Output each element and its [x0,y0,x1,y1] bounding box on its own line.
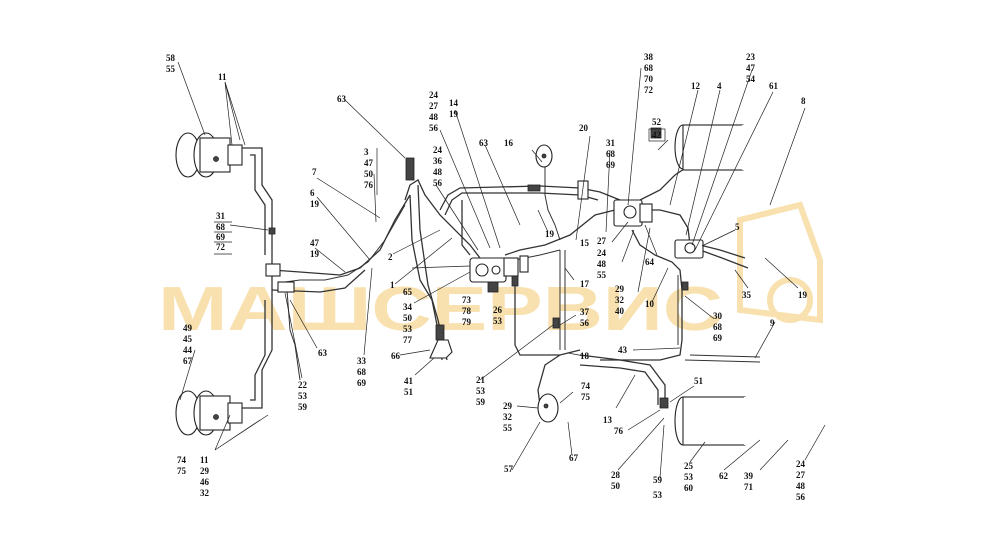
watermark-truck-icon [737,201,823,324]
callout-63-center: 63 [479,138,489,148]
callout-62: 62 [719,471,729,481]
callout-67: 67 [569,453,579,463]
pressure-gauge-16 [535,144,553,168]
relay-valve-right [674,239,704,259]
callout-51-right: 51 [694,376,704,386]
reservoir-57 [537,393,559,423]
leader-lines [177,61,826,479]
callout-10: 10 [645,299,655,309]
muffler-41 [429,324,453,359]
callout-7: 7 [312,167,317,177]
callout-19-center: 19 [545,229,555,239]
callout-11-top: 11 [218,72,227,82]
tee-fitting-left [265,227,295,293]
callout-59-right: 59 [653,475,663,485]
callout-63-top: 63 [337,94,347,104]
callout-2: 2 [388,252,393,262]
callout-63-left: 63 [318,348,328,358]
pipe-lines [240,124,761,446]
valve-fitting-63 [405,157,415,181]
callout-12: 12 [691,81,701,91]
air-tank-top-right [674,124,744,171]
callout-42: 42 [652,130,662,140]
callout-53-right: 53 [653,490,663,500]
callout-17: 17 [580,279,590,289]
callout-13: 13 [603,415,613,425]
callout-5: 5 [735,222,740,232]
callout-66: 66 [391,351,401,361]
callout-16: 16 [504,138,514,148]
drain-valves [511,127,689,409]
brake-chamber-top-left [175,132,243,178]
callout-65: 65 [403,287,413,297]
callout-43: 43 [618,345,628,355]
brake-valve-center [469,255,529,293]
callout-4: 4 [717,81,722,91]
callout-27-right: 27 [597,236,607,246]
pressure-regulator-right [613,199,653,227]
callout-9: 9 [770,318,775,328]
brake-chamber-bottom-left [175,390,243,436]
callout-64: 64 [645,257,655,267]
callout-31-left: 31 [216,211,226,221]
callout-52: 52 [652,117,662,127]
callout-18: 18 [580,351,590,361]
air-tank-bottom-right [674,396,746,446]
callout-1: 1 [390,280,395,290]
callout-19-right: 19 [798,290,808,300]
callout-15: 15 [580,238,590,248]
callout-61: 61 [769,81,779,91]
callout-76: 76 [614,426,624,436]
callout-20: 20 [579,123,589,133]
callout-35: 35 [742,290,752,300]
callout-57: 57 [504,464,514,474]
callout-8: 8 [801,96,806,106]
